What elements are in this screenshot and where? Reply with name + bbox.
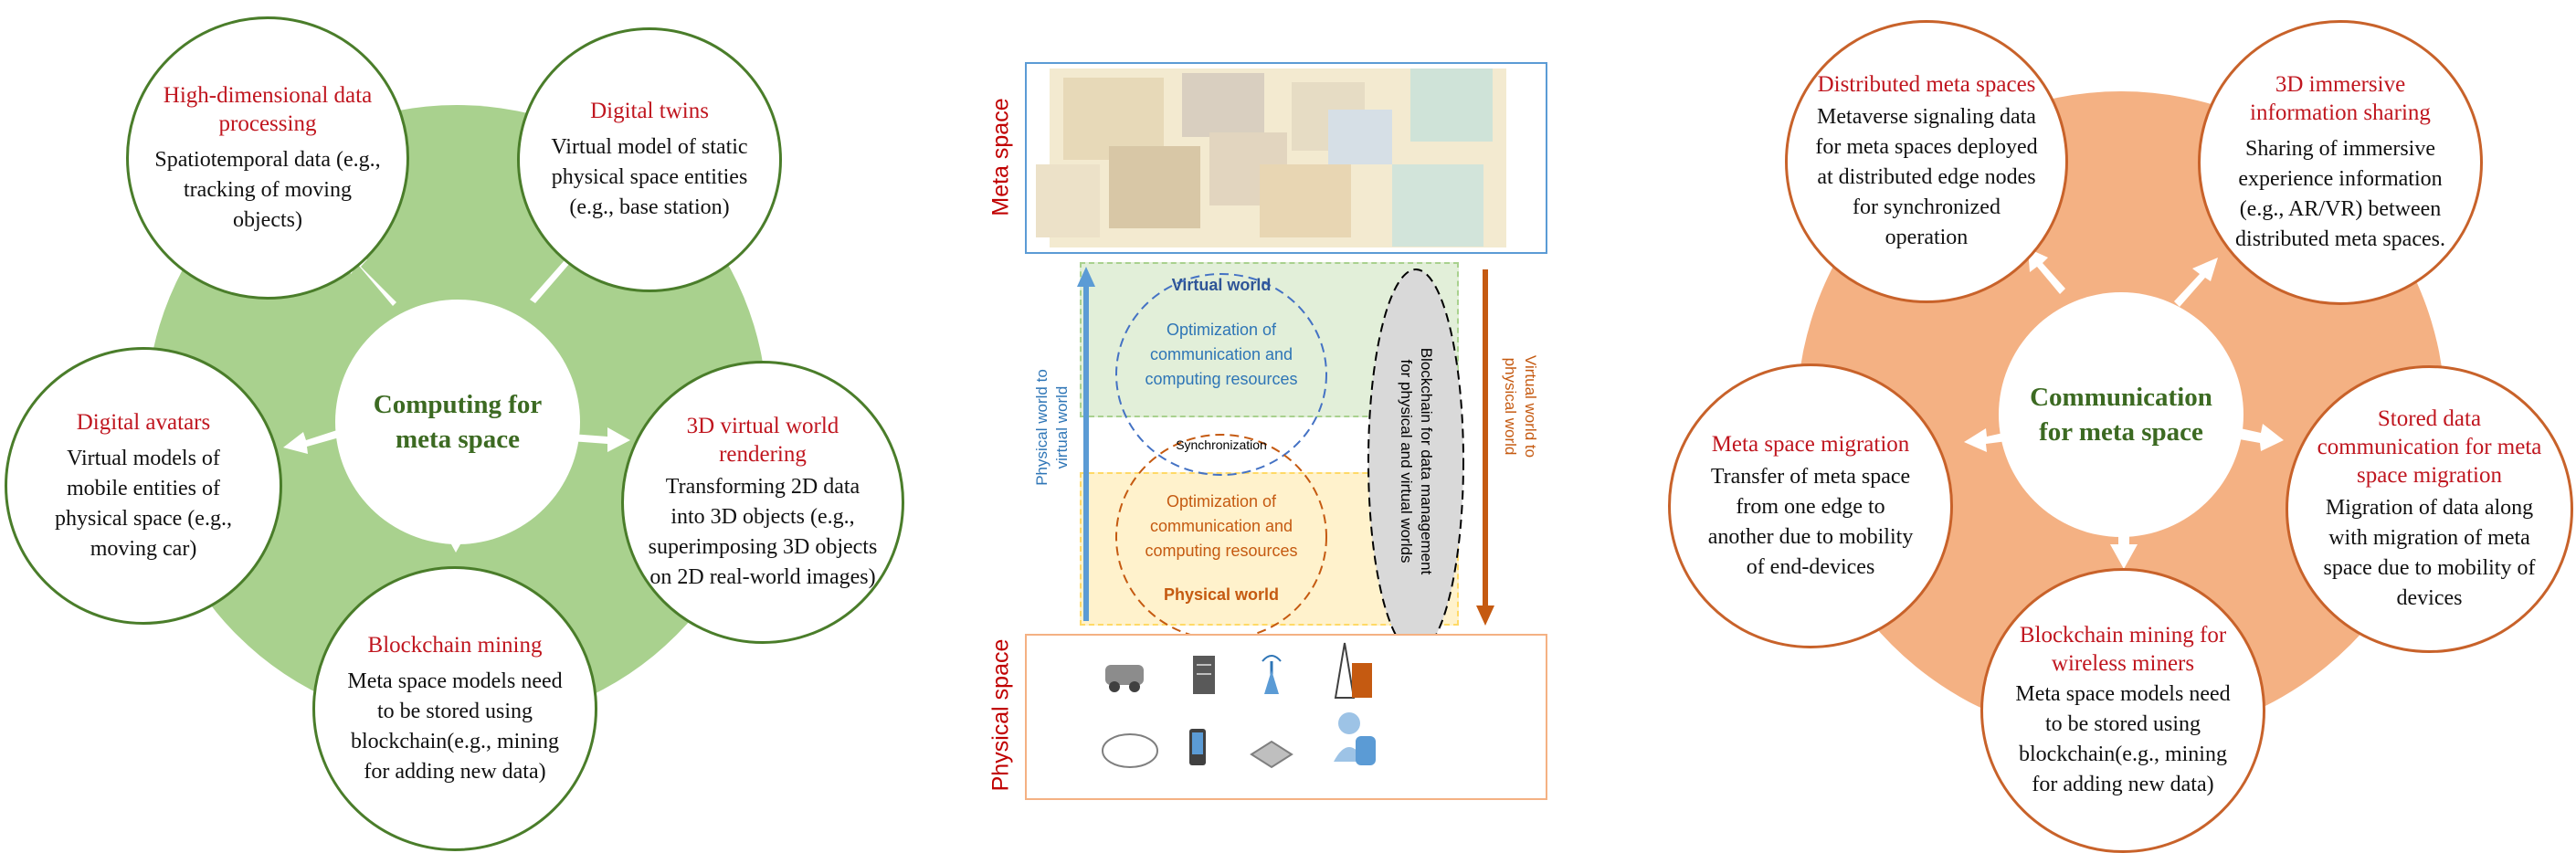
physical-space-box (1025, 634, 1547, 800)
meta-space-images (1036, 68, 1506, 247)
physical-to-virtual-label: Physical world to virtual world (1033, 369, 1071, 486)
up-arrow-head (1077, 267, 1095, 287)
node-title: Stored data communication for meta space… (2317, 406, 2542, 488)
node-digital-twins: Digital twins Virtual model of static ph… (517, 27, 782, 292)
image-tile (1410, 68, 1493, 142)
node-title: Digital twins (590, 99, 709, 123)
arrow-to-rendering (571, 427, 630, 452)
physical-space-label: Physical space (987, 638, 1014, 792)
arrow-to-avatars (283, 429, 343, 454)
antenna-icon (1262, 655, 1282, 694)
world-graphic (1077, 267, 1494, 639)
arrow-to-blockchain-wireless (2110, 511, 2138, 569)
node-immersive-sharing: 3D immersive information sharing Sharing… (2198, 20, 2483, 305)
node-title: Digital avatars (76, 409, 211, 435)
synchronization-label: Synchronization (1176, 437, 1267, 452)
node-title: Distributed meta spaces (1817, 72, 2036, 97)
node-title: Meta space migration (1711, 431, 1910, 457)
node-blockchain-wireless: Blockchain mining for wireless miners Me… (1980, 568, 2265, 853)
node-title: High-dimensional data processing (163, 82, 373, 136)
node-3d-rendering: 3D virtual world rendering Transforming … (621, 361, 904, 644)
image-tile (1182, 73, 1264, 137)
node-digital-avatars: Digital avatars Virtual models of mobile… (5, 347, 282, 625)
server-icon (1193, 656, 1215, 694)
up-arrow-shaft (1083, 283, 1089, 621)
computing-hub: Computing for meta space (335, 300, 580, 544)
node-body: Meta space models need to be stored usin… (347, 669, 563, 784)
down-arrow-head (1476, 606, 1494, 626)
node-meta-space-migration: Meta space migration Transfer of meta sp… (1668, 363, 1953, 648)
phone-icon (1189, 729, 1206, 765)
car-icon (1105, 665, 1144, 692)
image-tile (1109, 146, 1200, 228)
node-body: Virtual models of mobile entities of phy… (55, 446, 232, 561)
router-icon (1250, 740, 1293, 769)
physical-ellipse (1115, 434, 1327, 639)
meta-space-label: Meta space (987, 98, 1014, 216)
opt-virtual-label: Optimization of communication and comput… (1145, 321, 1298, 388)
node-high-dimensional-data: High-dimensional data processing Spatiot… (126, 16, 409, 300)
opt-physical-label: Optimization of communication and comput… (1145, 492, 1298, 560)
node-body: Transfer of meta space from one edge to … (1707, 464, 1914, 579)
arrow-to-immersive (2174, 258, 2218, 307)
node-title: Blockchain mining for wireless miners (2019, 623, 2227, 676)
node-body: Transforming 2D data into 3D objects (e.… (648, 475, 878, 589)
cloud-icon (1102, 733, 1158, 768)
virtual-world-label: Virtual world (1171, 276, 1272, 294)
image-tile (1260, 164, 1351, 237)
node-body: Spatiotemporal data (e.g., tracking of m… (154, 147, 381, 232)
node-body: Meta space models need to be stored usin… (2015, 682, 2231, 796)
meta-space-box (1025, 62, 1547, 254)
node-body: Virtual model of static physical space e… (551, 135, 748, 219)
node-title: 3D virtual world rendering (686, 414, 839, 467)
arrow-to-distributed (2028, 248, 2065, 294)
node-blockchain-mining: Blockchain mining Meta space models need… (312, 566, 597, 851)
arrow-to-stored-data (2234, 424, 2284, 451)
image-tile (1392, 164, 1483, 247)
virtual-ellipse (1115, 273, 1327, 476)
node-body: Metaverse signaling data for meta spaces… (1815, 105, 2038, 249)
computing-hub-label: Computing for meta space (373, 390, 543, 454)
virtual-to-physical-label: Virtual world to physical world (1502, 354, 1539, 458)
communication-hub: Communication for meta space (1999, 292, 2243, 537)
blockchain-ellipse (1367, 269, 1464, 639)
node-body: Migration of data along with migration o… (2323, 496, 2536, 610)
node-title: Blockchain mining (367, 632, 543, 658)
tower-icon (1334, 642, 1372, 699)
user-database-icon (1334, 712, 1376, 765)
image-tile (1036, 164, 1100, 237)
physical-world-label: Physical world (1163, 585, 1280, 604)
node-distributed-meta-spaces: Distributed meta spaces Metaverse signal… (1785, 20, 2068, 303)
node-stored-data-communication: Stored data communication for meta space… (2286, 365, 2573, 653)
blockchain-label: Blockchain for data management for physi… (1398, 347, 1435, 575)
communication-hub-label: Communication for meta space (2030, 383, 2212, 447)
right-arrows (1964, 248, 2284, 569)
node-body: Sharing of immersive experience informat… (2235, 137, 2445, 251)
image-tile (1328, 110, 1392, 164)
node-title: 3D immersive information sharing (2250, 72, 2431, 125)
device-icons (1102, 642, 1376, 769)
down-arrow-shaft (1483, 269, 1488, 607)
